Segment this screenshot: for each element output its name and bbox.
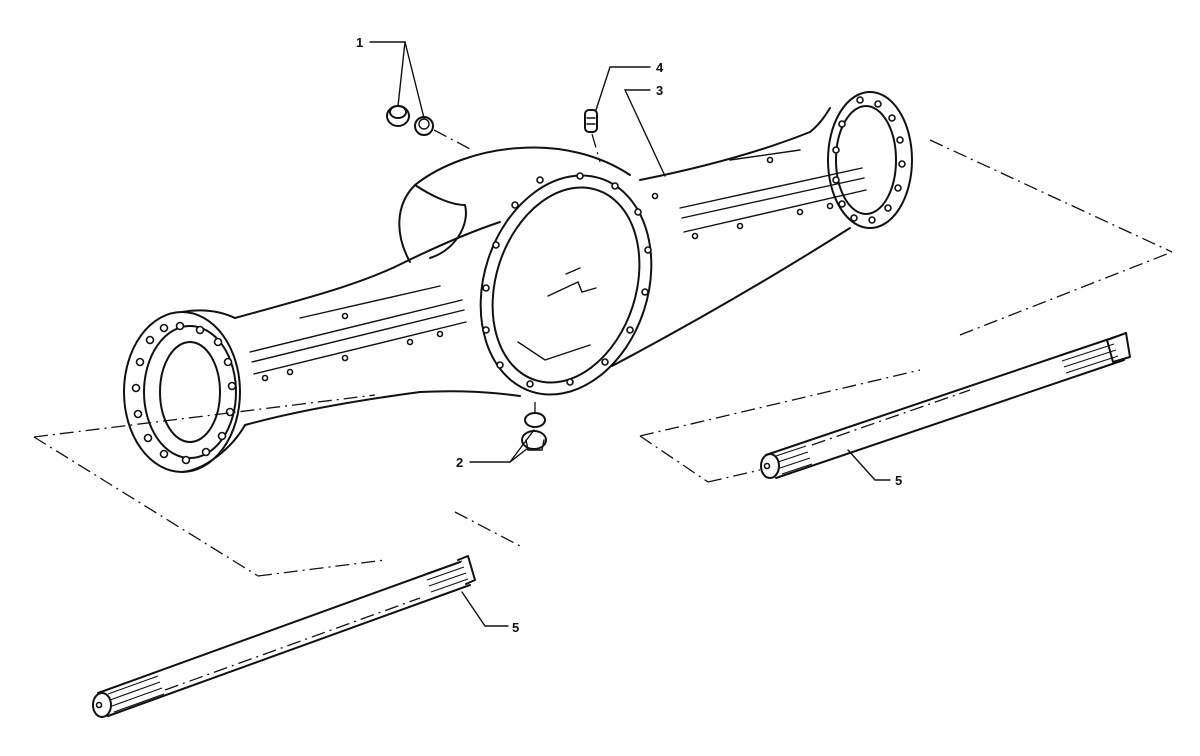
breather-4 <box>584 109 601 163</box>
right-wheel-flange <box>827 91 913 229</box>
axle-shaft-right <box>760 332 1131 479</box>
rib-studs <box>261 156 834 382</box>
axle-shaft-left <box>92 555 476 718</box>
projection-lines <box>33 139 1173 577</box>
callout-5-left-shaft: 5 <box>512 620 519 635</box>
banjo-bolt-holes <box>482 172 652 388</box>
callout-2: 2 <box>456 455 463 470</box>
plug-1 <box>386 105 473 151</box>
axle-housing <box>123 91 913 473</box>
drain-plug-2 <box>521 402 547 451</box>
callout-1: 1 <box>356 35 363 50</box>
left-wheel-flange <box>123 311 241 473</box>
callout-4: 4 <box>656 60 664 75</box>
callout-5-right-shaft: 5 <box>895 473 902 488</box>
right-flange-bolt-holes <box>832 96 906 224</box>
callout-leaders <box>369 41 891 627</box>
banjo-flange-outer <box>479 174 653 396</box>
banjo-flange-inner <box>491 186 641 384</box>
callout-3: 3 <box>656 83 663 98</box>
left-flange-bore <box>159 341 221 443</box>
left-flange-bolt-holes <box>131 321 237 465</box>
